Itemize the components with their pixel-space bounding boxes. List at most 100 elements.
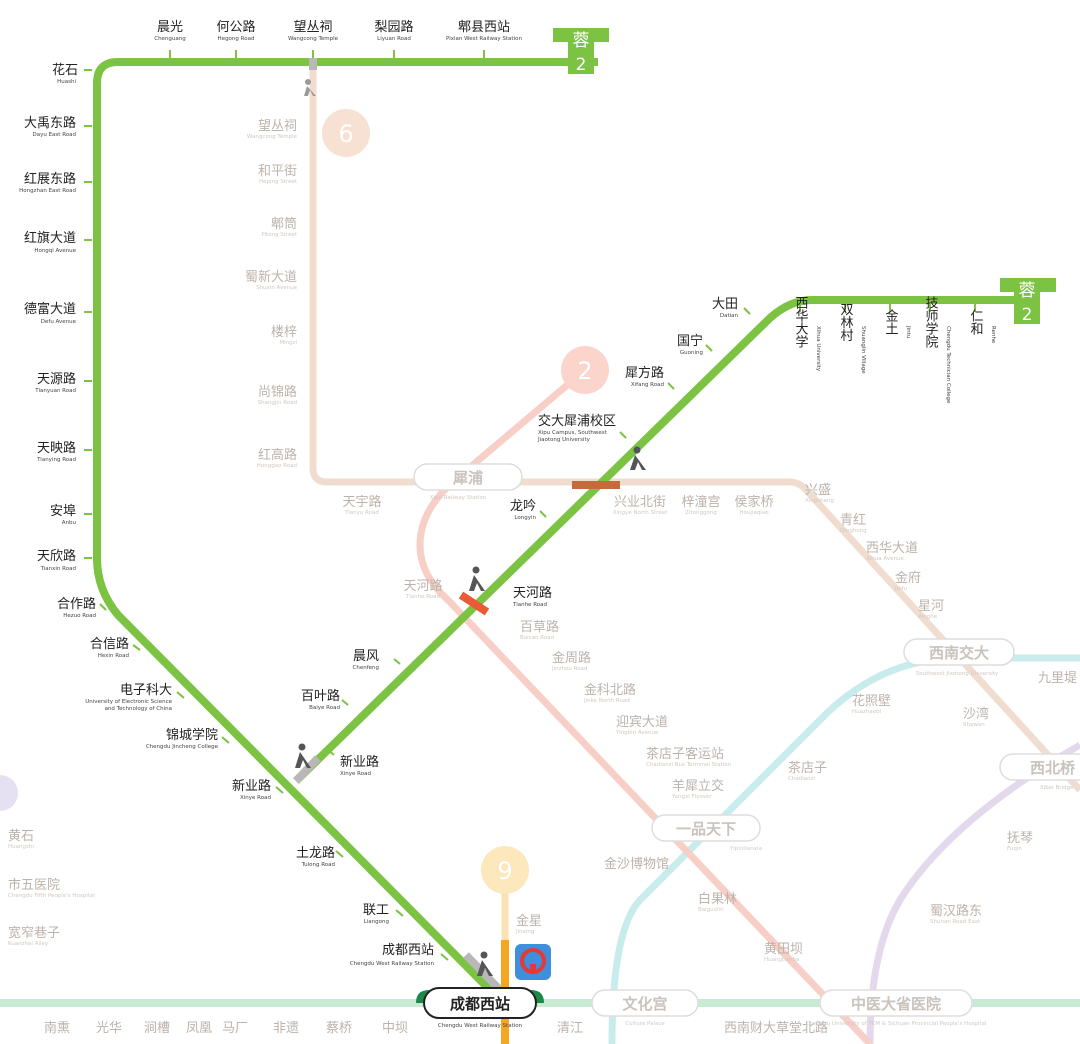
station-label: 望丛祠 bbox=[293, 19, 332, 35]
transfer-marker-tianhe bbox=[458, 591, 490, 616]
main-line-west-branch bbox=[93, 58, 598, 1003]
svg-text:Chengdu Jincheng College: Chengdu Jincheng College bbox=[146, 744, 219, 750]
svg-text:中医大省医院: 中医大省医院 bbox=[851, 995, 941, 1013]
hub-zhongyida[interactable]: 中医大省医院 Chengdu University of TCM & Sichu… bbox=[805, 989, 987, 1027]
left-edge-badge bbox=[0, 775, 18, 811]
line6-track bbox=[309, 62, 1080, 793]
svg-text:Xinghe: Xinghe bbox=[918, 614, 938, 620]
walking-person-icon bbox=[295, 743, 311, 768]
svg-text:Southwest Jiaotong University: Southwest Jiaotong University bbox=[916, 671, 999, 677]
svg-text:蔡桥: 蔡桥 bbox=[326, 1021, 352, 1036]
svg-text:Pitong Street: Pitong Street bbox=[261, 232, 298, 238]
hub-swjtu[interactable]: 西南交大 Southwest Jiaotong University bbox=[903, 638, 1015, 677]
bottom-strip-labels: 南熏 光华 涧槽 凤凰 马厂 非遗 蔡桥 中坝 清江 西南财大 草堂北路 bbox=[44, 1020, 828, 1036]
svg-text:Jiaotong University: Jiaotong University bbox=[537, 437, 591, 443]
svg-text:Dayu East Road: Dayu East Road bbox=[32, 132, 76, 138]
svg-text:九里堤: 九里堤 bbox=[1038, 671, 1077, 686]
svg-text:Chenguang: Chenguang bbox=[154, 36, 186, 42]
svg-text:Shangjin Road: Shangjin Road bbox=[258, 400, 297, 406]
svg-text:Chengdu West Railway Station: Chengdu West Railway Station bbox=[350, 961, 435, 967]
station-label: 天源路 bbox=[37, 371, 76, 387]
svg-text:Jinxing: Jinxing bbox=[515, 929, 534, 935]
hub-yipintianxia[interactable]: 一品天下 Yipintianxia bbox=[651, 814, 762, 852]
transfer-connector bbox=[309, 58, 317, 70]
svg-text:Hegong Road: Hegong Road bbox=[218, 36, 255, 42]
svg-text:百草路: 百草路 bbox=[520, 619, 559, 635]
diag-right-stations: 新业路 Xinye Road 百叶路 Baiye Road 晨风 Chenfen… bbox=[301, 297, 751, 777]
right-vertical-stations: 西华大学 Xihua University 双林村 Shuanglin Vill… bbox=[793, 296, 997, 404]
svg-text:一品天下: 一品天下 bbox=[676, 820, 736, 838]
station-label: 和平街 bbox=[258, 164, 297, 179]
svg-text:Huashi: Huashi bbox=[57, 79, 76, 85]
svg-text:Chadianzi: Chadianzi bbox=[788, 776, 815, 782]
hub-wenhuagong[interactable]: 文化宫 Culture Palace bbox=[591, 989, 699, 1027]
svg-text:联工: 联工 bbox=[363, 903, 389, 918]
svg-text:电子科大: 电子科大 bbox=[120, 683, 172, 698]
svg-text:Huangshi: Huangshi bbox=[8, 844, 34, 850]
station-label: 何公路 bbox=[216, 19, 255, 35]
svg-text:Tianxin Road: Tianxin Road bbox=[40, 566, 76, 572]
svg-text:Chengdu Technician College: Chengdu Technician College bbox=[945, 326, 951, 404]
line2-badge: 2 bbox=[561, 346, 609, 394]
svg-text:凤凰: 凤凰 bbox=[186, 1021, 212, 1036]
svg-text:Honggao Road: Honggao Road bbox=[257, 463, 297, 469]
svg-text:光华: 光华 bbox=[96, 1021, 122, 1036]
svg-text:羊犀立交: 羊犀立交 bbox=[672, 778, 724, 794]
svg-text:Tianyu Road: Tianyu Road bbox=[344, 510, 379, 516]
svg-text:成都西站: 成都西站 bbox=[382, 943, 434, 958]
station-label: 花石 bbox=[52, 62, 78, 78]
station-label: 天映路 bbox=[37, 440, 76, 456]
svg-text:宽窄巷子: 宽窄巷子 bbox=[8, 925, 60, 941]
hub-xibeiqiao[interactable]: 西北桥 Xibei Bridge bbox=[999, 753, 1080, 791]
svg-text:新业路: 新业路 bbox=[340, 754, 379, 770]
svg-text:University of Electronic Scien: University of Electronic Science bbox=[85, 699, 172, 705]
svg-text:天河路: 天河路 bbox=[513, 585, 552, 601]
svg-text:兴业北街: 兴业北街 bbox=[614, 495, 666, 510]
svg-text:Xinye Road: Xinye Road bbox=[340, 771, 371, 777]
svg-text:Xinye Road: Xinye Road bbox=[240, 795, 271, 801]
line8-track bbox=[866, 741, 1080, 1044]
svg-text:涧槽: 涧槽 bbox=[144, 1021, 170, 1036]
station-label: 天宇路 bbox=[342, 494, 381, 510]
svg-text:青红: 青红 bbox=[840, 512, 866, 528]
walking-person-icon bbox=[630, 446, 646, 470]
svg-text:Longyin: Longyin bbox=[514, 515, 536, 521]
station-label: 安埠 bbox=[50, 504, 76, 519]
line6-badge: 6 bbox=[322, 109, 370, 157]
svg-text:迎宾大道: 迎宾大道 bbox=[616, 714, 668, 730]
station-label: 红高路 bbox=[258, 447, 297, 463]
svg-text:Jinfu: Jinfu bbox=[894, 586, 907, 592]
svg-text:双林村: 双林村 bbox=[838, 303, 854, 342]
station-label: 尚锦路 bbox=[258, 384, 297, 400]
svg-text:Xingye North Street: Xingye North Street bbox=[613, 510, 668, 516]
station-label: 望丛祠 bbox=[258, 118, 297, 134]
svg-text:Qinghong: Qinghong bbox=[840, 528, 867, 534]
svg-text:Chengdu West Railway Station: Chengdu West Railway Station bbox=[438, 1023, 523, 1029]
svg-text:Heping Street: Heping Street bbox=[259, 179, 298, 185]
svg-text:大田: 大田 bbox=[712, 297, 738, 312]
svg-text:文化宫: 文化宫 bbox=[622, 995, 667, 1013]
svg-text:百叶路: 百叶路 bbox=[301, 688, 340, 704]
svg-text:清江: 清江 bbox=[557, 1021, 583, 1036]
svg-text:南熏: 南熏 bbox=[44, 1020, 70, 1036]
svg-text:Xihua University: Xihua University bbox=[815, 326, 821, 372]
svg-text:马厂: 马厂 bbox=[222, 1021, 248, 1036]
svg-text:Wangcong Temple: Wangcong Temple bbox=[247, 134, 298, 140]
station-label: 楼梓 bbox=[271, 325, 297, 340]
svg-text:Xifang Road: Xifang Road bbox=[631, 382, 664, 388]
hub-chengdu-west[interactable]: 成都西站 Chengdu West Railway Station bbox=[416, 987, 544, 1029]
line6-vertical-stations: 望丛祠 Wangcong Temple 和平街 Heping Street 郫筒… bbox=[245, 118, 382, 516]
station-label: 天欣路 bbox=[37, 548, 76, 564]
svg-text:草堂北路: 草堂北路 bbox=[776, 1020, 828, 1036]
svg-text:Xipu Railway Station: Xipu Railway Station bbox=[430, 495, 487, 501]
svg-text:Hexin Road: Hexin Road bbox=[98, 653, 129, 659]
svg-text:Tianhe Road: Tianhe Road bbox=[405, 594, 440, 600]
svg-text:Datian: Datian bbox=[720, 313, 739, 319]
svg-text:花照壁: 花照壁 bbox=[852, 693, 891, 709]
line9-badge: 9 bbox=[481, 846, 529, 894]
svg-text:茶店子客运站: 茶店子客运站 bbox=[646, 746, 724, 762]
svg-text:合信路: 合信路 bbox=[90, 636, 129, 652]
hub-xipu[interactable]: 犀浦 Xipu Railway Station bbox=[413, 463, 523, 501]
svg-text:梓潼宫: 梓潼宫 bbox=[681, 494, 720, 510]
route-code-top: 蓉 2 bbox=[553, 28, 609, 75]
